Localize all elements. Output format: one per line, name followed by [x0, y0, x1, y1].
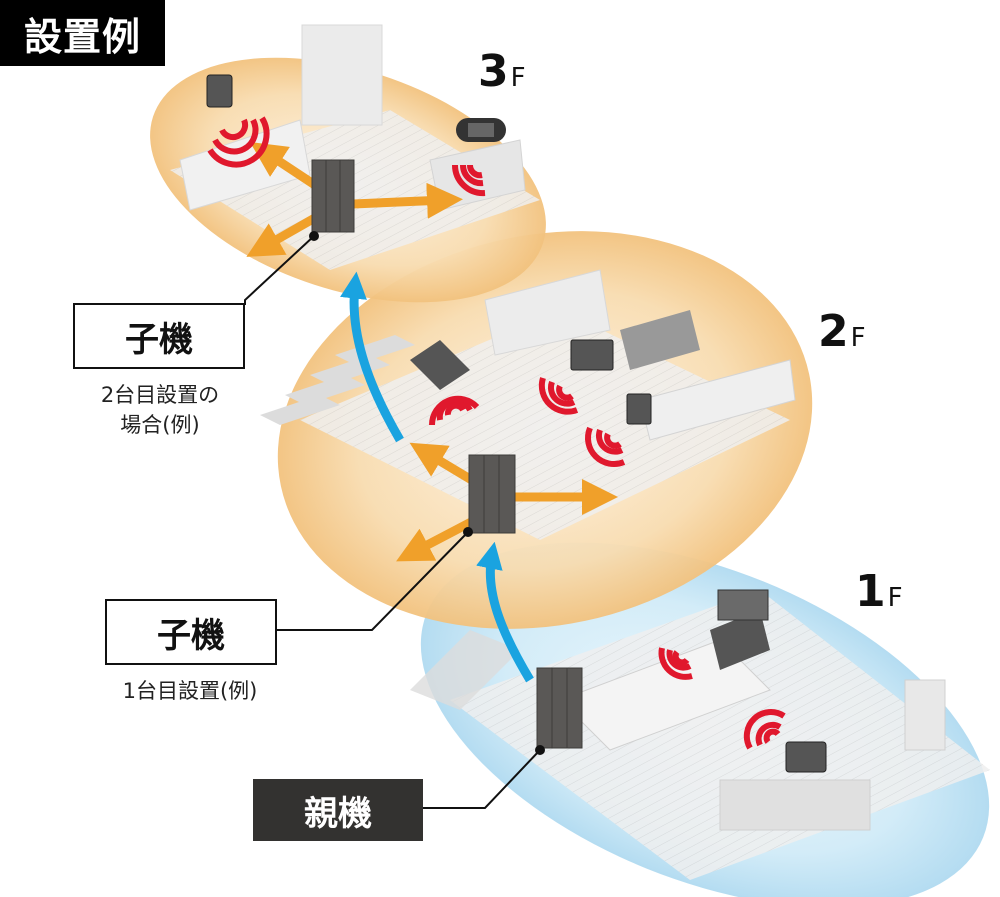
- floor-number: 3: [478, 46, 509, 97]
- wifi-icon-3f-tablet: [207, 116, 270, 168]
- router-child-1st: [468, 454, 516, 534]
- wifi-icon-1f-tv: [658, 647, 693, 680]
- parent-unit-label: 親機: [253, 779, 423, 841]
- child-unit-1st-note: 1台目設置(例): [122, 679, 258, 703]
- tablet-icon-1f: [785, 741, 827, 773]
- tv-icon-2f: [570, 339, 614, 371]
- bench: [639, 359, 796, 441]
- page-title: 設置例: [0, 0, 165, 66]
- floor-number: 1: [855, 566, 886, 617]
- relay-arrow-2f-to-3f: [340, 271, 404, 443]
- leader-dot-3f: [309, 231, 319, 241]
- tv-icon: [717, 589, 769, 621]
- floor-unit: F: [510, 63, 526, 93]
- child-unit-2nd-label: 子機: [73, 303, 245, 369]
- note-line-2: 場合(例): [120, 413, 200, 437]
- floor-unit: F: [887, 583, 903, 613]
- router-child-2nd: [311, 159, 355, 233]
- leader-dot-2f: [463, 527, 473, 537]
- router-parent: [536, 667, 583, 749]
- tablet-icon-2f: [626, 393, 652, 425]
- laptop-icon: [410, 340, 470, 390]
- tv-console: [620, 310, 700, 370]
- wifi-icon-3f-console: [451, 164, 486, 197]
- wifi-icon-2f-tv: [538, 377, 579, 415]
- floor-label-3f: 3F: [478, 46, 526, 97]
- child-unit-2nd-note: 2台目設置の 場合(例): [60, 380, 260, 440]
- child-unit-1st-label: 子機: [105, 599, 277, 665]
- tablet-icon-3f: [206, 74, 233, 108]
- wifi-waves: [207, 116, 786, 750]
- note-line-1: 2台目設置の: [100, 383, 220, 407]
- bookshelf-3f: [301, 24, 383, 126]
- floor-label-2f: 2F: [818, 306, 866, 357]
- wifi-icon-2f-tablet: [585, 426, 626, 467]
- floor-1f-zone: [410, 542, 990, 897]
- tv-stand: [710, 610, 770, 670]
- floor-unit: F: [850, 323, 866, 353]
- floor-number: 2: [818, 306, 849, 357]
- wifi-icon-2f-laptop: [428, 395, 480, 426]
- bookshelf: [484, 269, 611, 356]
- leader-dot-1f: [535, 745, 545, 755]
- floor-label-1f: 1F: [855, 566, 903, 617]
- leader-lines: [244, 235, 541, 809]
- wifi-icon-1f-tablet: [743, 709, 786, 750]
- stairs-2f: [260, 335, 415, 425]
- relay-arrow-1f-to-2f: [476, 541, 534, 683]
